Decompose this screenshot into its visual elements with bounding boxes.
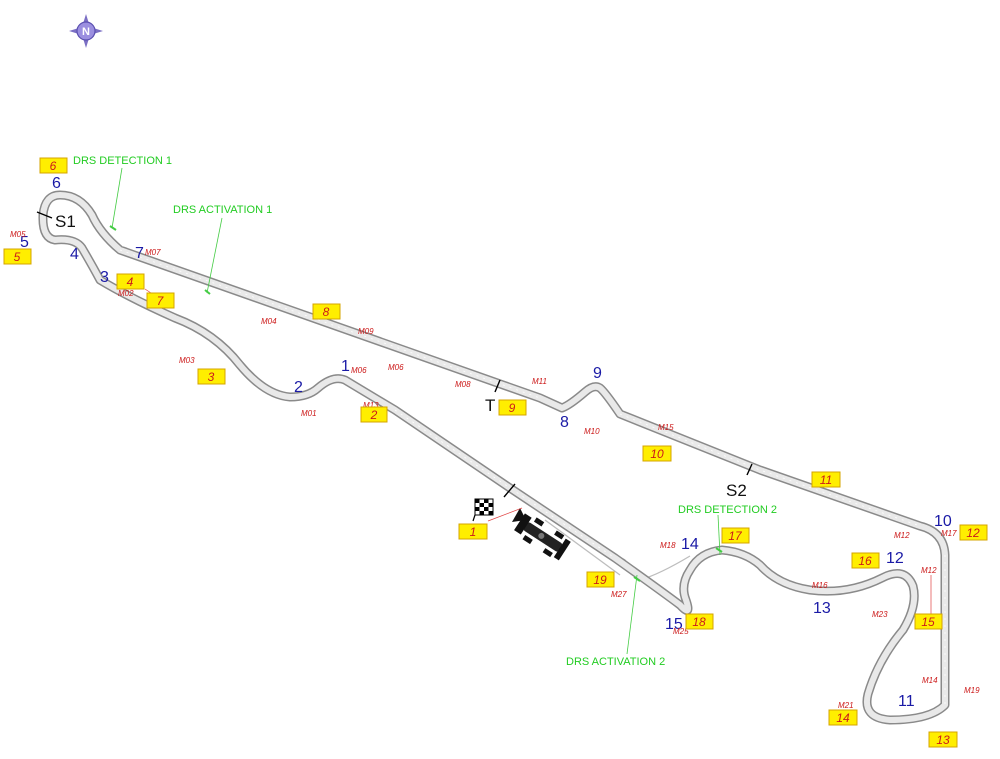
drs-activation-2-label: DRS ACTIVATION 2	[566, 656, 665, 668]
svg-text:3: 3	[208, 370, 215, 384]
pit-lane	[394, 407, 691, 581]
marker-m12-a: M12	[894, 531, 910, 540]
compass-icon: N	[69, 14, 103, 48]
marshal-post-1: 1	[458, 523, 488, 540]
marker-m02: M02	[118, 289, 134, 298]
svg-text:8: 8	[323, 305, 330, 319]
svg-text:19: 19	[593, 573, 607, 587]
marker-m15: M15	[658, 423, 674, 432]
marshal-post-13: 13	[928, 731, 958, 748]
race-track	[38, 190, 950, 725]
race-car-icon	[514, 513, 571, 561]
svg-text:16: 16	[858, 554, 872, 568]
turn-number-10: 10	[934, 513, 952, 530]
turn-number-3: 3	[100, 269, 109, 286]
marker-m16: M16	[812, 581, 828, 590]
sector-line-s1	[36, 211, 53, 219]
marker-m23: M23	[872, 610, 888, 619]
marker-m21: M21	[838, 701, 854, 710]
turn-number-1: 1	[341, 358, 350, 375]
turn-number-15: 15	[665, 616, 683, 633]
turn-number-8: 8	[560, 414, 569, 431]
sector-line-t	[494, 379, 501, 393]
drs-detection-2-label: DRS DETECTION 2	[678, 504, 777, 516]
turn-number-9: 9	[593, 365, 602, 382]
svg-text:10: 10	[650, 447, 664, 461]
marshal-post-16: 16	[851, 552, 880, 569]
svg-text:9: 9	[509, 401, 516, 415]
marker-m06-a: M06	[351, 366, 367, 375]
marker-m14: M14	[922, 676, 938, 685]
sector-label-s2: S2	[726, 481, 747, 500]
turn-number-14: 14	[681, 536, 699, 553]
svg-text:4: 4	[127, 275, 134, 289]
marker-m10: M10	[584, 427, 600, 436]
marker-m07: M07	[145, 248, 161, 257]
svg-text:17: 17	[728, 529, 743, 543]
turn-number-11: 11	[898, 693, 915, 710]
marker-m03: M03	[179, 356, 195, 365]
marshal-post-12: 12	[959, 524, 988, 541]
marker-m05: M05	[10, 230, 26, 239]
marker-m18: M18	[660, 541, 676, 550]
direction-arrow-icon	[512, 508, 526, 522]
marshal-post-17: 17	[721, 527, 750, 544]
turn-number-12: 12	[886, 550, 904, 567]
marker-m13: M13	[363, 401, 379, 410]
turn-number-2: 2	[294, 379, 303, 396]
turn-number-5: 5	[20, 234, 29, 251]
marker-m04: M04	[261, 317, 277, 326]
turn-number-4: 4	[70, 246, 79, 263]
svg-text:15: 15	[921, 615, 935, 629]
drs-activation-1-label: DRS ACTIVATION 1	[173, 204, 272, 216]
marshal-post-6: 6	[39, 157, 68, 174]
svg-text:7: 7	[157, 294, 165, 308]
marker-m08: M08	[455, 380, 471, 389]
sector-label-s1: S1	[55, 212, 76, 231]
marshal-post-9: 9	[498, 399, 527, 416]
svg-text:11: 11	[820, 473, 832, 487]
marshal-post-7: 7	[146, 292, 175, 309]
marker-m11: M11	[532, 377, 547, 386]
svg-text:1: 1	[470, 525, 477, 539]
svg-text:18: 18	[692, 615, 706, 629]
marshal-post-15: 15	[914, 613, 943, 630]
svg-text:6: 6	[50, 159, 57, 173]
marker-m19: M19	[964, 686, 980, 695]
marshal-post-5: 5	[3, 248, 32, 265]
sector-line-s2	[746, 463, 753, 476]
svg-text:2: 2	[370, 408, 378, 422]
marshal-post-10: 10	[642, 445, 672, 462]
drs-detection-1-label: DRS DETECTION 1	[73, 155, 172, 167]
marker-m01: M01	[301, 409, 317, 418]
marker-m17: M17	[941, 529, 957, 538]
marshal-post-3: 3	[197, 368, 226, 385]
turn-number-7: 7	[135, 245, 144, 262]
marshal-post-4: 4	[116, 273, 145, 290]
marshal-post-18: 18	[685, 613, 714, 630]
marshal-post-19: 19	[586, 571, 615, 588]
turn-number-13: 13	[813, 600, 831, 617]
marshal-post-2: 2	[360, 406, 388, 423]
marker-m27: M27	[611, 590, 627, 599]
pit-lane-entry	[544, 519, 621, 576]
marker-m12-b: M12	[921, 566, 937, 575]
finish-line	[503, 483, 516, 498]
sector-label-t: T	[485, 396, 495, 415]
svg-text:5: 5	[14, 250, 21, 264]
marker-m25: M25	[673, 627, 689, 636]
marshal-post-11: 11	[811, 471, 841, 488]
marker-m06-b: M06	[388, 363, 404, 372]
marshal-post-8: 8	[312, 303, 341, 320]
svg-text:13: 13	[936, 733, 950, 747]
svg-text:14: 14	[836, 711, 850, 725]
marshal-post-14: 14	[828, 709, 858, 726]
turn-number-6: 6	[52, 175, 61, 192]
compass-label: N	[82, 26, 90, 38]
chequered-flag-icon	[472, 498, 494, 522]
marker-m09: M09	[358, 327, 374, 336]
svg-text:12: 12	[966, 526, 980, 540]
